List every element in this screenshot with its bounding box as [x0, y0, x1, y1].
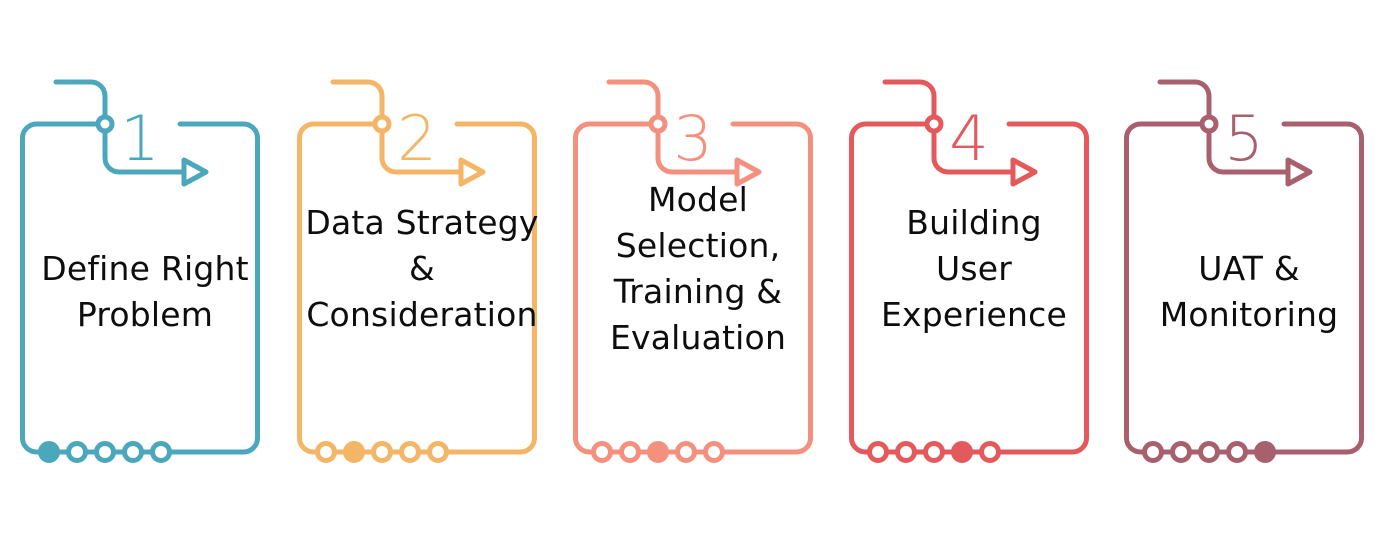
arrow-head-icon — [1010, 157, 1038, 187]
arrow-head-icon — [734, 157, 762, 187]
step-number: 5 — [1224, 102, 1263, 175]
progress-dot-active — [951, 441, 973, 463]
connector-node-icon — [648, 114, 668, 134]
progress-dot — [150, 441, 172, 463]
progress-dot — [619, 441, 641, 463]
progress-dot — [1226, 441, 1248, 463]
progress-dot — [895, 441, 917, 463]
step-number: 2 — [397, 102, 436, 175]
progress-dot — [703, 441, 725, 463]
progress-dot — [122, 441, 144, 463]
arrow-head-icon — [1285, 157, 1313, 187]
progress-dot-active — [38, 441, 60, 463]
progress-dot-active — [1254, 441, 1276, 463]
progress-dot — [94, 441, 116, 463]
progress-dot — [923, 441, 945, 463]
arrow-head-icon — [181, 157, 209, 187]
progress-dot — [675, 441, 697, 463]
progress-dot — [427, 441, 449, 463]
progress-dot — [867, 441, 889, 463]
arrow-head-icon — [458, 157, 486, 187]
connector-node-icon — [924, 114, 944, 134]
progress-dot — [1170, 441, 1192, 463]
progress-dot — [399, 441, 421, 463]
progress-dot — [1198, 441, 1220, 463]
progress-dot — [591, 441, 613, 463]
step-number: 1 — [120, 102, 159, 175]
progress-dot-active — [647, 441, 669, 463]
connector-node-icon — [1199, 114, 1219, 134]
progress-dot — [371, 441, 393, 463]
progress-dot — [66, 441, 88, 463]
progress-dot — [979, 441, 1001, 463]
progress-dot — [1142, 441, 1164, 463]
connector-node-icon — [95, 114, 115, 134]
connector-node-icon — [372, 114, 392, 134]
progress-dot — [315, 441, 337, 463]
progress-dot-active — [343, 441, 365, 463]
step-number: 4 — [949, 102, 988, 175]
step-number: 3 — [673, 102, 712, 175]
